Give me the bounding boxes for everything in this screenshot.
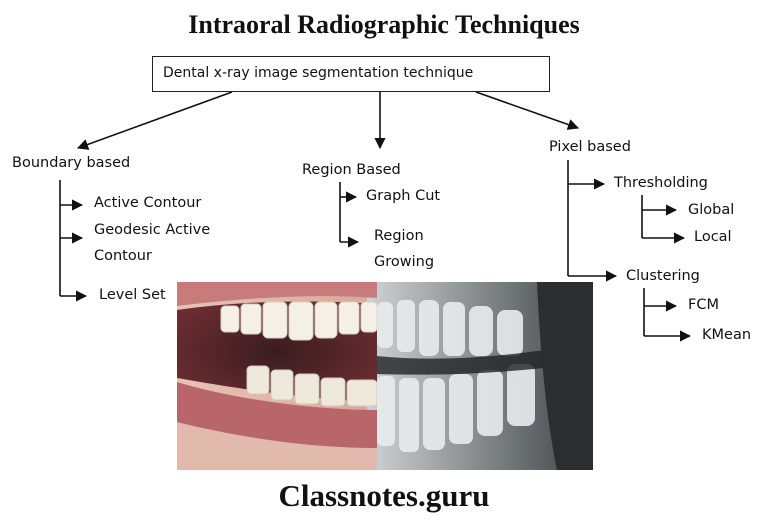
clustering-label: Clustering (626, 268, 700, 284)
root-node: Dental x-ray image segmentation techniqu… (152, 56, 550, 92)
dental-xray-photo (177, 282, 593, 470)
global-label: Global (688, 202, 735, 218)
diagram-title: Intraoral Radiographic Techniques (188, 10, 580, 39)
growing-label: Growing (374, 254, 435, 270)
level-set-label: Level Set (99, 287, 166, 303)
watermark-footer: Classnotes.guru (278, 478, 490, 513)
region-based-label: Region Based (302, 162, 401, 178)
pixel-based-label: Pixel based (549, 139, 631, 155)
thresholding-label: Thresholding (614, 175, 708, 191)
graph-cut-label: Graph Cut (366, 188, 441, 204)
arrow-to-pixel (475, 91, 580, 130)
region-label: Region (374, 228, 424, 244)
geodesic-active-label: Geodesic Active (94, 222, 211, 238)
fcm-label: FCM (688, 297, 719, 313)
kmean-label: KMean (702, 327, 752, 343)
local-label: Local (694, 229, 732, 245)
boundary-based-label: Boundary based (12, 155, 131, 171)
arrow-to-boundary (76, 91, 233, 150)
active-contour-label: Active Contour (94, 195, 202, 211)
contour-label: Contour (94, 248, 152, 264)
